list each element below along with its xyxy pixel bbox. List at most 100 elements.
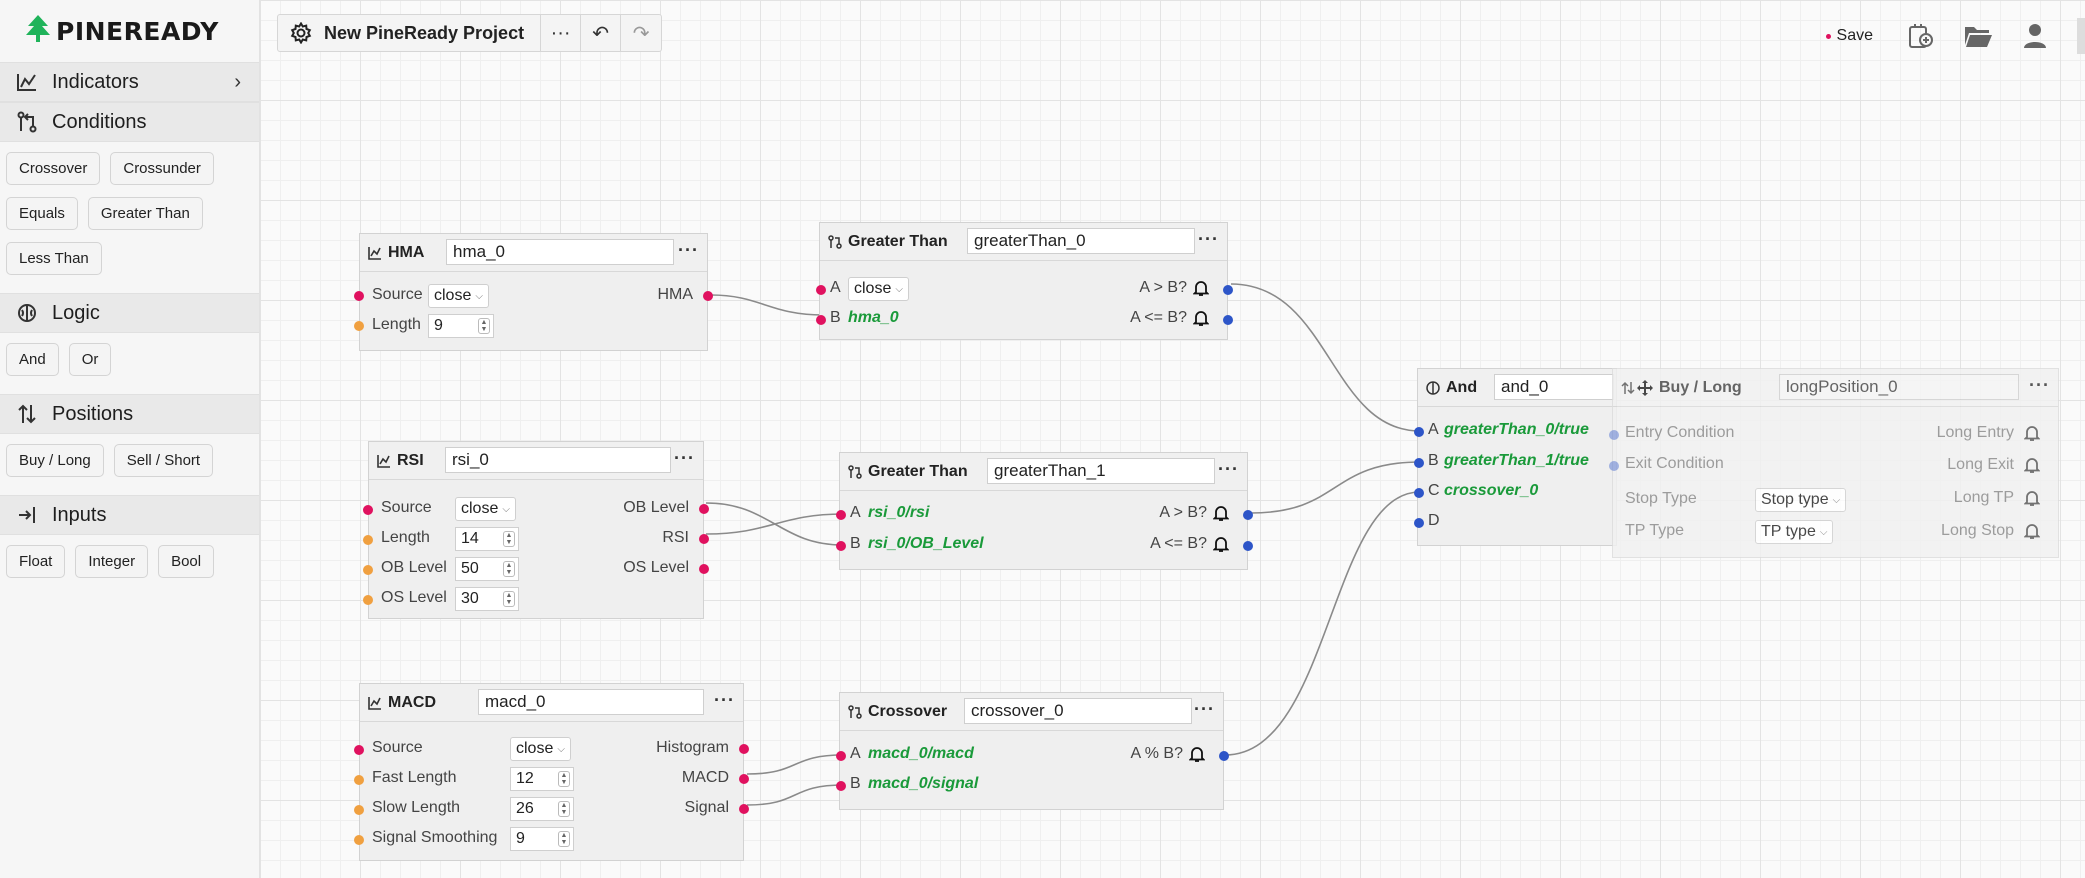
input-port[interactable] [1414,427,1424,437]
spinner-icon[interactable]: ▲▼ [478,318,490,334]
node-header[interactable]: And and_0 [1418,369,1616,407]
input-port[interactable] [836,781,846,791]
folder-open-icon[interactable] [1963,23,1993,49]
spinner-icon[interactable]: ▲▼ [503,531,515,547]
output-port[interactable] [699,534,709,544]
node-header[interactable]: Buy / Long longPosition_0 ··· [1613,369,2058,407]
output-port[interactable] [1243,510,1253,520]
node-greater-than-1[interactable]: Greater Than greaterThan_1 ··· A rsi_0/r… [836,452,1253,570]
output-port[interactable] [739,804,749,814]
output-port[interactable] [739,774,749,784]
os-level-input[interactable]: 30▲▼ [455,587,519,611]
undo-button[interactable]: ↶ [581,15,622,51]
chip-float[interactable]: Float [6,545,66,578]
gear-icon[interactable] [290,22,312,44]
sidebar-section-indicators[interactable]: Indicators › [0,62,259,102]
input-port[interactable] [1414,458,1424,468]
input-port[interactable] [354,291,364,301]
input-port[interactable] [363,535,373,545]
node-header[interactable]: RSI rsi_0 ··· [369,442,703,480]
node-name-input[interactable]: hma_0 [446,239,674,265]
save-button[interactable]: Save [1825,27,1873,45]
output-port[interactable] [1243,541,1253,551]
source-select[interactable]: close⌵ [455,497,516,521]
node-name-input[interactable]: macd_0 [478,689,704,715]
node-header[interactable]: Greater Than greaterThan_1 ··· [840,453,1247,491]
node-and[interactable]: And and_0 A greaterThan_0/true B greater… [1414,368,1617,546]
node-menu-button[interactable]: ··· [2029,375,2050,395]
chip-crossover[interactable]: Crossover [6,152,101,185]
node-header[interactable]: Greater Than greaterThan_0 ··· [820,223,1227,261]
node-name-input[interactable]: longPosition_0 [1779,374,2019,400]
node-buy-long[interactable]: Buy / Long longPosition_0 ··· Entry Cond… [1609,368,2059,558]
input-port[interactable] [354,745,364,755]
chip-less-than[interactable]: Less Than [6,242,102,275]
output-port[interactable] [1223,285,1233,295]
input-port[interactable] [363,595,373,605]
bell-icon[interactable] [2024,425,2040,442]
output-port[interactable] [703,291,713,301]
bell-icon[interactable] [2024,490,2040,507]
node-menu-button[interactable]: ··· [1198,229,1219,249]
fast-length-input[interactable]: 12▲▼ [510,767,574,791]
output-port[interactable] [1219,751,1229,761]
brand-logo[interactable]: PINEREADY [0,0,259,62]
slow-length-input[interactable]: 26▲▼ [510,797,574,821]
node-name-input[interactable]: crossover_0 [964,698,1192,724]
node-name-input[interactable]: rsi_0 [445,447,671,473]
input-port[interactable] [816,315,826,325]
input-port[interactable] [354,805,364,815]
node-menu-button[interactable]: ··· [714,690,735,710]
chip-greater-than[interactable]: Greater Than [87,197,203,230]
node-header[interactable]: HMA hma_0 ··· [360,234,707,272]
spinner-icon[interactable]: ▲▼ [558,771,570,787]
input-port[interactable] [1414,488,1424,498]
chip-integer[interactable]: Integer [75,545,149,578]
node-menu-button[interactable]: ··· [1194,699,1215,719]
spinner-icon[interactable]: ▲▼ [558,801,570,817]
node-greater-than-0[interactable]: Greater Than greaterThan_0 ··· A close⌵ … [816,222,1233,340]
input-port[interactable] [354,321,364,331]
input-port[interactable] [363,565,373,575]
bell-icon[interactable] [2024,457,2040,474]
node-hma[interactable]: HMA hma_0 ··· Source close⌵ Length 9▲▼ H… [354,233,713,351]
project-title-button[interactable]: New PineReady Project [278,15,542,51]
node-menu-button[interactable]: ··· [1218,459,1239,479]
node-macd[interactable]: MACD macd_0 ··· Source close⌵ Fast Lengt… [354,683,749,861]
node-name-input[interactable]: greaterThan_0 [967,228,1195,254]
bell-icon[interactable] [1213,505,1229,522]
node-header[interactable]: Crossover crossover_0 ··· [840,693,1223,731]
input-port[interactable] [1609,461,1619,471]
bell-icon[interactable] [1189,746,1205,763]
spinner-icon[interactable]: ▲▼ [503,591,515,607]
account-icon[interactable] [2021,22,2049,50]
sidebar-section-conditions[interactable]: Conditions [0,102,259,142]
input-port[interactable] [1414,518,1424,528]
input-port[interactable] [836,541,846,551]
ob-level-input[interactable]: 50▲▼ [455,557,519,581]
node-name-input[interactable]: and_0 [1494,374,1614,400]
more-menu-button[interactable]: ··· [541,15,582,51]
node-rsi[interactable]: RSI rsi_0 ··· Source close⌵ Length 14▲▼ … [363,441,709,619]
node-name-input[interactable]: greaterThan_1 [987,458,1215,484]
chip-crossunder[interactable]: Crossunder [110,152,214,185]
chip-bool[interactable]: Bool [158,545,215,578]
new-project-icon[interactable] [1907,22,1935,50]
input-port[interactable] [354,835,364,845]
output-port[interactable] [699,504,709,514]
chip-buy-long[interactable]: Buy / Long [6,444,104,477]
bell-icon[interactable] [1193,310,1209,327]
input-port[interactable] [816,285,826,295]
source-select[interactable]: close⌵ [428,284,489,308]
bell-icon[interactable] [2024,523,2040,540]
node-crossover[interactable]: Crossover crossover_0 ··· A macd_0/macd … [836,692,1229,810]
stop-type-select[interactable]: Stop type⌵ [1755,488,1847,512]
node-menu-button[interactable]: ··· [678,240,699,260]
tp-type-select[interactable]: TP type⌵ [1755,520,1834,544]
signal-smoothing-input[interactable]: 9▲▼ [510,827,574,851]
bell-icon[interactable] [1193,280,1209,297]
length-input[interactable]: 14▲▼ [455,527,519,551]
spinner-icon[interactable]: ▲▼ [558,831,570,847]
chip-sell-short[interactable]: Sell / Short [113,444,214,477]
chip-and[interactable]: And [6,343,59,376]
